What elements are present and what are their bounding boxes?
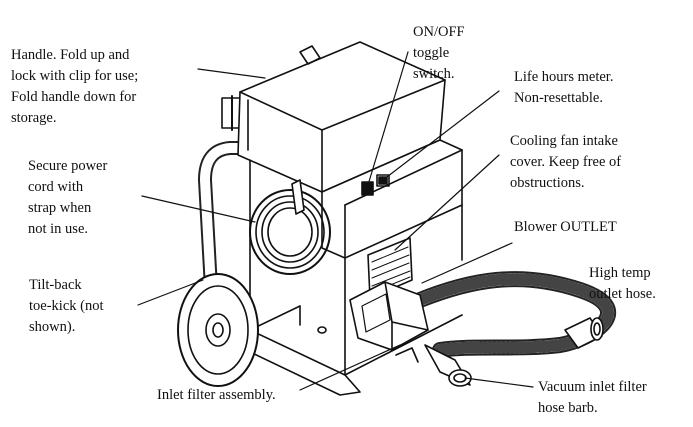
label-vacuum-barb: Vacuum inlet filter hose barb. (538, 379, 647, 416)
label-blower-outlet: Blower OUTLET (514, 219, 617, 235)
leader-hours (382, 90, 500, 181)
label-life-hours-meter: Life hours meter. Non-resettable. (514, 69, 614, 106)
label-toggle-switch: ON/OFF toggle switch. (413, 24, 465, 82)
inlet-filter-assembly (349, 281, 429, 363)
label-toe-kick: Tilt-back toe-kick (not shown). (29, 277, 104, 335)
base-frame (249, 305, 361, 396)
handle-frame (198, 95, 257, 367)
outlet-hose (412, 271, 616, 358)
leader-toekick (137, 279, 204, 306)
control-panel (321, 139, 463, 259)
vacuum-inlet-barb (424, 344, 472, 387)
label-handle: Handle. Fold up and lock with clip for u… (11, 47, 139, 126)
label-outlet-hose: High temp outlet hose. (589, 265, 656, 302)
label-power-cord: Secure power cord with strap when not in… (28, 158, 108, 237)
label-inlet-filter: Inlet filter assembly. (157, 387, 276, 403)
leader-cord (141, 195, 256, 223)
leader-lines (137, 51, 534, 391)
label-cooling-fan: Cooling fan intake cover. Keep free of o… (510, 133, 622, 191)
leader-barb (464, 377, 534, 388)
wheel (177, 273, 259, 387)
leader-fan (394, 154, 500, 251)
leader-blower (421, 242, 513, 284)
power-cord-coil (249, 179, 331, 275)
leader-handle (197, 68, 266, 79)
leader-toggle (367, 51, 409, 186)
hose-end-fitting (564, 317, 604, 349)
cooling-fan-grille (367, 237, 413, 299)
leader-filter (299, 344, 401, 391)
